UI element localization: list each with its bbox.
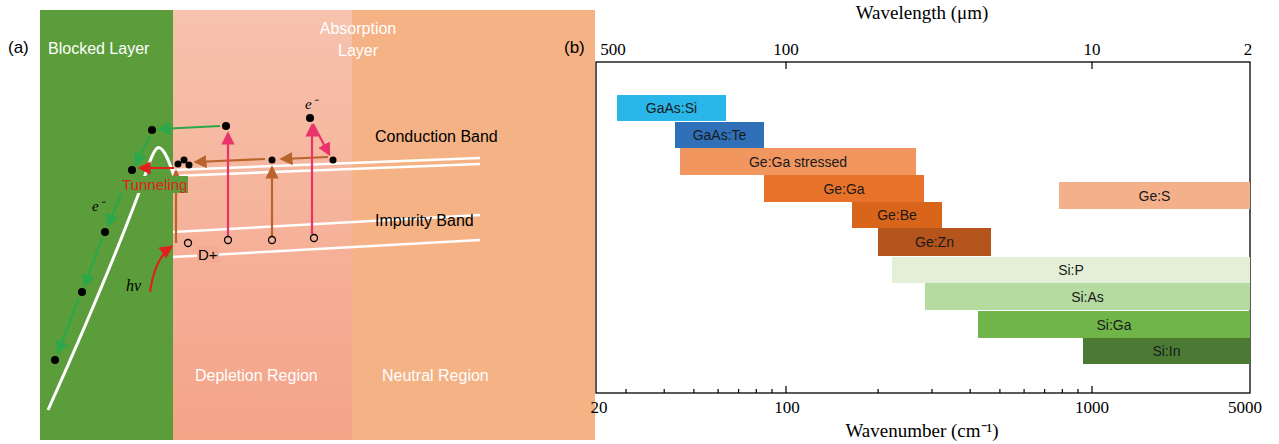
axis-tick (931, 389, 932, 393)
material-bar: Ge:Ga stressed (680, 148, 916, 175)
axis-title: Wavelength (μm) (856, 2, 989, 24)
bar-label: GaAs:Te (693, 128, 747, 142)
bar-label: GaAs:Si (646, 101, 697, 115)
material-bar: Ge:Zn (878, 228, 991, 256)
axis-tick-label: 5000 (1228, 398, 1262, 418)
material-bar: Si:In (1083, 338, 1250, 364)
region-label: Blocked Layer (48, 38, 149, 60)
axis-tick (625, 389, 626, 393)
bar-label: Si:In (1152, 344, 1180, 358)
photon-label: hν (126, 277, 141, 295)
axis-tick (717, 389, 718, 393)
axis-tick (999, 389, 1000, 393)
bar-label: Ge:Be (877, 208, 917, 222)
axis-tick (877, 389, 878, 393)
region: Depletion Region (173, 10, 352, 440)
axis-tick (771, 389, 772, 393)
axis-title: Wavenumber (cm⁻¹) (845, 420, 998, 442)
tunneling-label: Tunneling (121, 176, 188, 193)
axis-tick-label: 2 (1244, 40, 1253, 60)
bar-label: Ge:S (1139, 189, 1171, 203)
material-bar: Si:P (892, 257, 1250, 283)
axis-tick (664, 389, 665, 393)
bar-label: Ge:Zn (915, 235, 954, 249)
donor-label: D+ (197, 246, 219, 263)
axis-tick-label: 100 (774, 398, 800, 418)
bar-label: Ge:Ga stressed (749, 155, 847, 169)
axis-tick-label: 500 (600, 40, 626, 60)
axis-tick (1077, 389, 1078, 393)
material-bar: Si:Ga (978, 311, 1250, 338)
panel-label: (a) (8, 38, 29, 58)
material-bar: GaAs:Si (617, 95, 726, 121)
material-bar: Ge:Be (852, 202, 942, 228)
axis-tick (1023, 389, 1024, 393)
bar-label: Si:Ga (1096, 318, 1131, 332)
axis-tick-label: 1000 (1075, 398, 1109, 418)
bar-label: Si:As (1071, 290, 1104, 304)
panel-label: (b) (564, 38, 585, 58)
region: Blocked Layer (40, 10, 173, 440)
band-label: Conduction Band (375, 128, 498, 146)
axis-tick (970, 389, 971, 393)
axis-tick-label: 100 (773, 40, 799, 60)
material-bar: GaAs:Te (675, 122, 764, 148)
region-label: Absorption Layer (313, 18, 403, 63)
electron-label: e⁻ (305, 96, 317, 113)
material-bar: Ge:S (1059, 182, 1250, 209)
axis-tick (693, 389, 694, 393)
axis-tick (1044, 389, 1045, 393)
band-label: Impurity Band (375, 212, 474, 230)
region-label: Depletion Region (195, 365, 318, 387)
electron-label: e⁻ (92, 198, 104, 215)
material-bar: Ge:Ga (764, 175, 924, 202)
axis-tick (738, 389, 739, 393)
region-label: Neutral Region (382, 365, 489, 387)
bar-label: Ge:Ga (823, 182, 864, 196)
axis-tick-label: 10 (1084, 40, 1101, 60)
axis-tick (1062, 389, 1063, 393)
axis-tick-label: 20 (591, 398, 608, 418)
axis-tick (756, 389, 757, 393)
material-bar: Si:As (925, 283, 1250, 310)
bar-label: Si:P (1058, 263, 1084, 277)
